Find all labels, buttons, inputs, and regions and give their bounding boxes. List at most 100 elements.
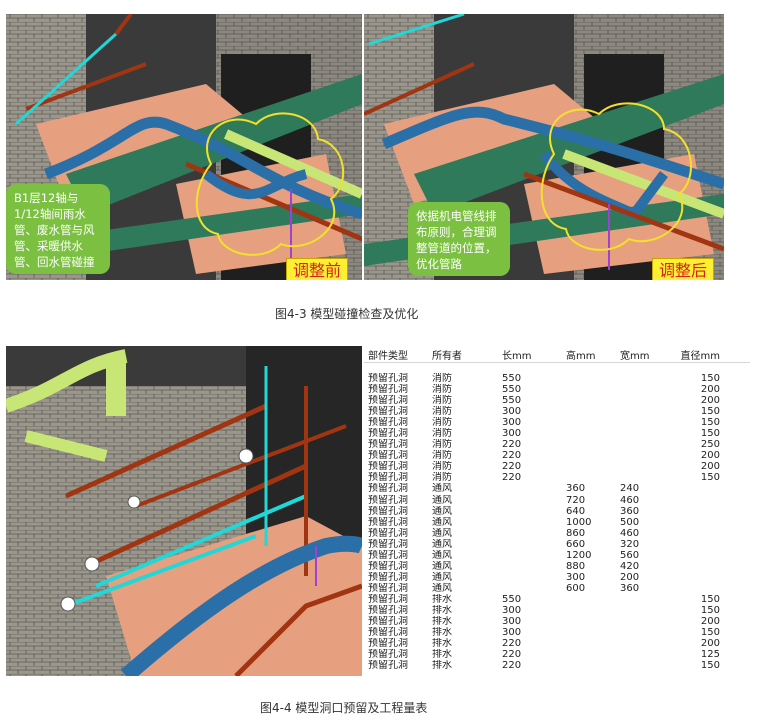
table-cell [560,594,616,605]
table-cell: 通风 [432,560,452,572]
table-cell: 预留孔洞 [368,560,408,572]
table-cell: 预留孔洞 [368,527,408,539]
after-callout: 依据机电管线排布原则，合理调整管道的位置，优化管路 [408,202,510,276]
table-cell [560,417,616,428]
table-cell: 预留孔洞 [368,406,408,418]
before-callout: B1层12轴与1/12轴间雨水管、废水管与风管、采暖供水管、回水管碰撞 [6,184,110,274]
table-cell: 220 [502,660,522,672]
table-cell [670,495,726,506]
table-cell: 通风 [432,582,452,594]
table-cell [670,528,726,539]
before-tag: 调整前 [286,258,349,280]
table-cell: 预留孔洞 [368,616,408,628]
table-cell: 200 [700,450,720,462]
table-cell: 通风 [432,483,452,495]
table-cell: 200 [700,461,720,473]
table-cell [670,550,726,561]
table-cell [560,627,616,638]
table-cell [560,638,616,649]
table-cell: 预留孔洞 [368,516,408,528]
header-length: 长mm [502,350,532,362]
table-cell [616,384,670,395]
table-cell [496,583,560,594]
table-cell: 通风 [432,549,452,561]
table-cell: 200 [700,384,720,396]
table-cell: 消防 [432,395,452,407]
table-cell: 排水 [432,627,452,639]
table-cell: 360 [620,582,640,594]
table-cell: 通风 [432,571,452,583]
header-owner: 所有者 [432,350,462,362]
after-model-illustration [364,14,724,280]
table-cell: 220 [502,649,522,661]
table-cell: 预留孔洞 [368,384,408,396]
table-cell: 360 [566,483,586,495]
header-height: 高mm [566,350,596,362]
table-cell: 消防 [432,373,452,384]
table-cell [616,627,670,638]
table-cell: 消防 [432,461,452,473]
table-cell: 300 [502,604,522,616]
table-cell [496,495,560,506]
table-cell: 消防 [432,384,452,396]
table-cell [670,583,726,594]
table-cell [560,439,616,450]
table-cell: 200 [700,638,720,650]
table-cell: 排水 [432,638,452,650]
table-cell: 1200 [566,549,592,561]
table-cell [496,517,560,528]
table-cell [560,461,616,472]
table-cell: 预留孔洞 [368,538,408,550]
table-cell: 300 [502,616,522,628]
table-cell [616,638,670,649]
table-cell [670,561,726,572]
table-cell [560,373,616,384]
table-cell: 预留孔洞 [368,638,408,650]
hole-reservation-model-view [6,346,362,676]
table-cell: 预留孔洞 [368,571,408,583]
table-cell [670,517,726,528]
table-cell: 220 [502,472,522,484]
table-cell [560,406,616,417]
table-cell: 220 [502,439,522,451]
table-cell [560,649,616,660]
table-cell: 预留孔洞 [368,627,408,639]
table-cell: 150 [700,627,720,639]
table-cell [496,483,560,494]
table-cell [496,561,560,572]
table-cell: 360 [620,505,640,517]
table-cell: 300 [502,406,522,418]
table-cell: 720 [566,494,586,506]
table-cell: 预留孔洞 [368,417,408,429]
table-cell: 500 [620,516,640,528]
table-cell: 150 [700,373,720,384]
after-model-view: 依据机电管线排布原则，合理调整管道的位置，优化管路 调整后 [364,14,724,280]
table-cell: 460 [620,494,640,506]
table-cell [670,572,726,583]
table-cell: 220 [502,461,522,473]
table-cell [616,660,670,671]
table-cell: 550 [502,373,522,384]
table-cell: 通风 [432,494,452,506]
table-cell: 1000 [566,516,592,528]
table-cell [496,506,560,517]
table-cell: 消防 [432,439,452,451]
header-diameter: 直径mm [680,350,720,362]
table-cell [616,428,670,439]
table-cell: 消防 [432,450,452,462]
table-cell: 150 [700,406,720,418]
